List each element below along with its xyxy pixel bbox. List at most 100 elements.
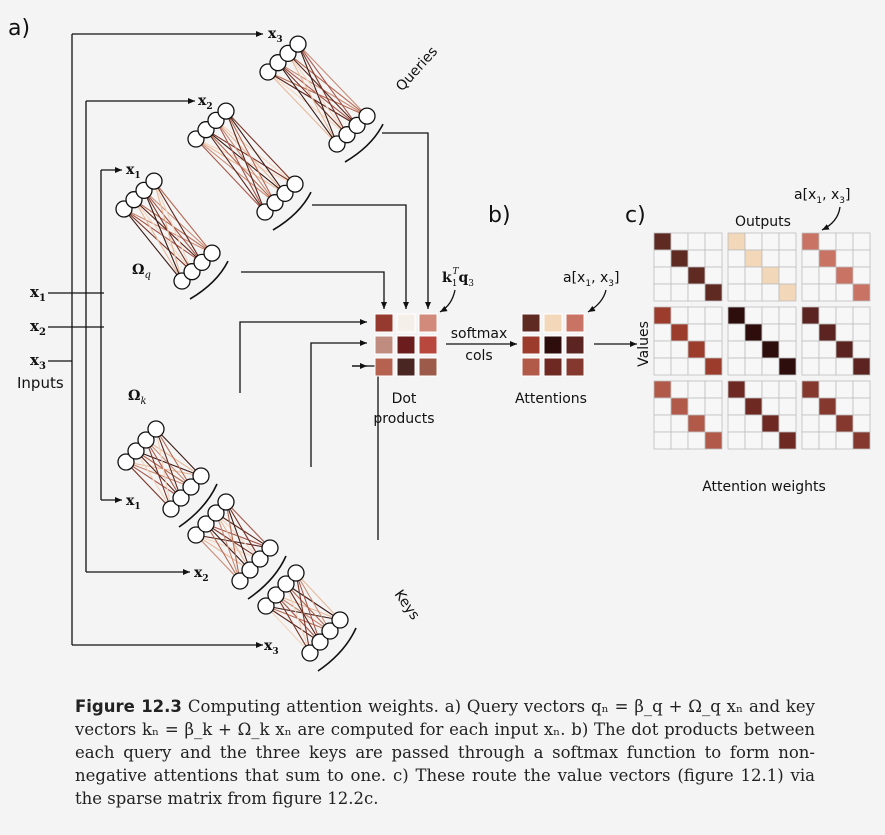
- dot-products-annotation-arrow: [439, 289, 456, 313]
- network-edge: [295, 572, 341, 621]
- weight-cell: [653, 306, 672, 325]
- svg-text:x1: x1: [30, 283, 46, 304]
- weight-cell: [653, 380, 672, 399]
- weight-block: [653, 380, 723, 450]
- network-edge: [225, 501, 261, 560]
- weight-cell: [835, 266, 854, 285]
- weight-cell: [801, 357, 820, 376]
- dot-product-cell: [374, 335, 394, 355]
- weight-cell: [744, 323, 763, 342]
- weight-cell: [801, 232, 820, 251]
- keys-title: Keys: [391, 587, 423, 623]
- neuron-node: [217, 493, 235, 511]
- weight-cell: [835, 283, 854, 302]
- network-edge: [265, 605, 311, 654]
- weight-cell: [801, 431, 820, 450]
- weight-cell: [852, 232, 871, 251]
- softmax-label-2: cols: [465, 348, 492, 364]
- weight-cell: [835, 306, 854, 325]
- attention-weights-label: Attention weights: [702, 479, 826, 495]
- weight-cell: [687, 306, 706, 325]
- weight-cell: [818, 380, 837, 399]
- weight-cell: [778, 380, 797, 399]
- weight-cell: [727, 340, 746, 359]
- network-edge: [287, 53, 338, 145]
- weight-cell: [818, 283, 837, 302]
- weight-cell: [704, 340, 723, 359]
- weight-cell: [687, 431, 706, 450]
- weight-cell: [852, 266, 871, 285]
- query-networks: [115, 35, 384, 300]
- neuron-node: [147, 420, 165, 438]
- weight-cell: [687, 232, 706, 251]
- weight-cell: [704, 266, 723, 285]
- weight-cell: [835, 357, 854, 376]
- neuron-node: [207, 504, 225, 522]
- weight-cell: [727, 397, 746, 416]
- bracket: [178, 483, 218, 528]
- weight-cell: [835, 414, 854, 433]
- attention-cell: [565, 335, 585, 355]
- inputs-group: x1 x2 x3 Inputs: [17, 283, 64, 392]
- network-edge: [225, 110, 266, 213]
- query-network-2: [187, 102, 312, 231]
- attention-cell: [521, 357, 541, 377]
- weight-cell: [744, 414, 763, 433]
- attentions-annotation: a[x1, x3]: [563, 270, 619, 289]
- weight-cell: [801, 283, 820, 302]
- network-edge: [155, 428, 182, 499]
- dot-product-cell: [396, 313, 416, 333]
- key-network-1: [117, 420, 218, 528]
- network-edge: [295, 572, 331, 632]
- weight-cell: [653, 414, 672, 433]
- neuron-node: [311, 633, 329, 651]
- weight-cell: [852, 357, 871, 376]
- weight-cell: [704, 232, 723, 251]
- neuron-node: [182, 478, 200, 496]
- weight-cell: [687, 323, 706, 342]
- neuron-node: [251, 550, 269, 568]
- weight-cell: [852, 397, 871, 416]
- network-edge: [155, 428, 172, 510]
- network-edge: [295, 572, 321, 643]
- weight-block: [653, 232, 723, 302]
- neuron-node: [192, 467, 210, 485]
- softmax-label-1: softmax: [451, 326, 508, 342]
- weight-cell: [704, 380, 723, 399]
- weight-cell: [687, 249, 706, 268]
- weight-block: [727, 380, 797, 450]
- weight-cell: [835, 380, 854, 399]
- weight-block: [801, 306, 871, 376]
- dot-product-cell: [374, 313, 394, 333]
- weight-cell: [687, 283, 706, 302]
- neuron-node: [162, 500, 180, 518]
- weight-cell: [778, 232, 797, 251]
- weight-cell: [835, 249, 854, 268]
- network-edge: [215, 120, 266, 213]
- inputs-title: Inputs: [17, 374, 64, 392]
- weight-cell: [818, 414, 837, 433]
- weight-cell: [801, 340, 820, 359]
- svg-text:x2: x2: [30, 317, 46, 338]
- weight-cell: [670, 380, 689, 399]
- weight-cell: [761, 431, 780, 450]
- neuron-node: [145, 172, 163, 190]
- weight-cell: [744, 283, 763, 302]
- weight-cell: [778, 283, 797, 302]
- weight-cell: [744, 357, 763, 376]
- weight-cell: [761, 323, 780, 342]
- neuron-node: [241, 561, 259, 579]
- network-edge: [275, 594, 311, 654]
- weight-cell: [835, 397, 854, 416]
- weight-cell: [653, 431, 672, 450]
- network-edge: [215, 512, 241, 582]
- weight-cell: [818, 232, 837, 251]
- neuron-node: [203, 244, 221, 262]
- weight-cell: [704, 249, 723, 268]
- network-edge: [143, 190, 183, 282]
- weight-cell: [653, 249, 672, 268]
- weight-cell: [778, 357, 797, 376]
- weight-cell: [744, 340, 763, 359]
- weight-cell: [818, 323, 837, 342]
- weight-cell: [704, 283, 723, 302]
